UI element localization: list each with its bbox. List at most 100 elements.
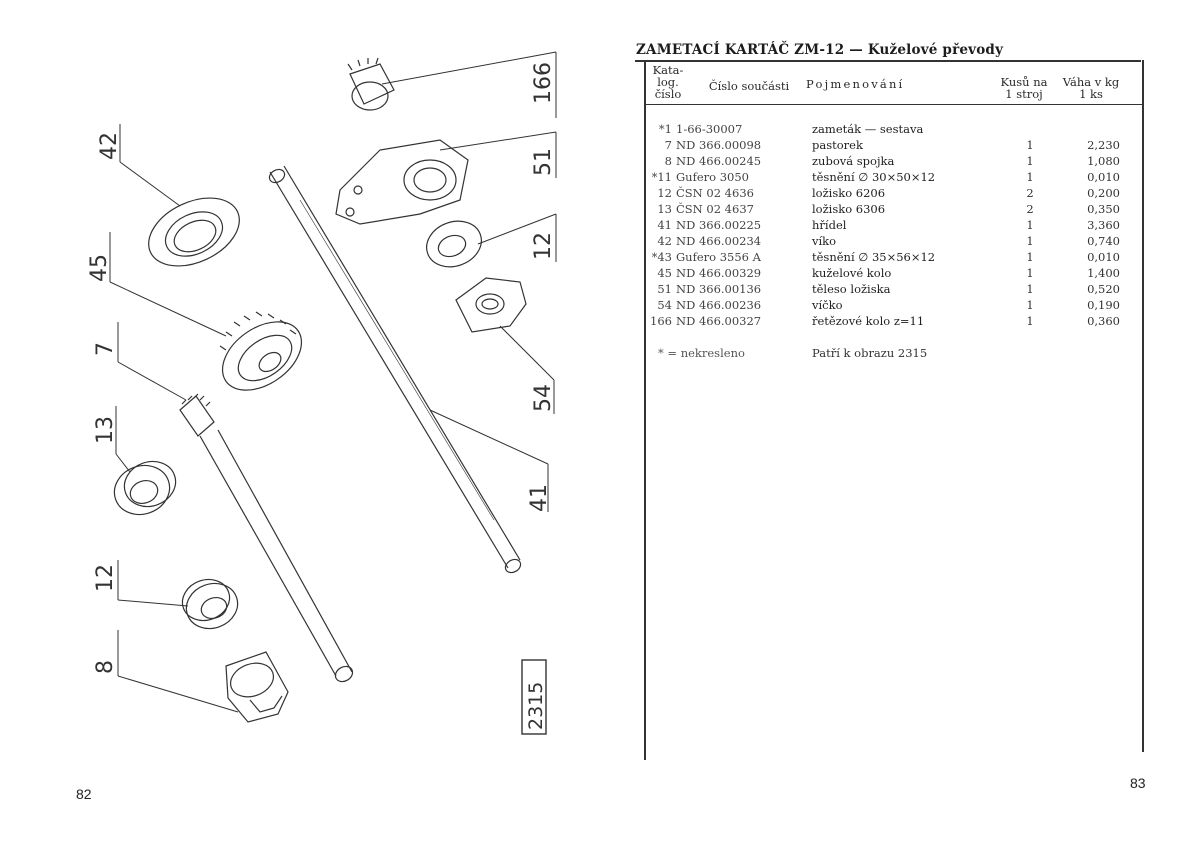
catalog-number: 42 — [657, 234, 672, 248]
weight: 0,350 — [1087, 202, 1120, 216]
weight: 1,080 — [1087, 154, 1120, 168]
catalog-number: 41 — [657, 218, 672, 232]
quantity: 1 — [1026, 250, 1034, 264]
bevel-gear-45-drawing — [219, 311, 303, 391]
part-number: ND 466.00236 — [676, 298, 762, 312]
left-page: 166 42 51 45 12 7 54 13 41 12 8 2315 82 — [76, 51, 557, 802]
catalog-number: 12 — [657, 186, 672, 200]
header-pojmenovani: Pojmenování — [806, 77, 905, 91]
catalog-number: *11 — [651, 170, 672, 184]
callout-12-top: 12 — [531, 232, 556, 260]
part-name: víko — [812, 234, 837, 248]
sprocket-166-drawing — [347, 57, 395, 111]
catalog-number: 45 — [657, 266, 672, 280]
callout-54: 54 — [531, 384, 556, 412]
part-number: Gufero 3556 A — [676, 250, 761, 264]
figure-number: 2315 — [525, 682, 547, 730]
weight: 0,740 — [1087, 234, 1120, 248]
weight: 1,400 — [1087, 266, 1120, 280]
footnote: * = nekresleno — [658, 346, 745, 360]
callout-42: 42 — [97, 132, 122, 160]
table-frame-right — [1142, 60, 1144, 752]
quantity: 1 — [1026, 154, 1034, 168]
bearing-12b-drawing — [181, 578, 239, 630]
part-name: víčko — [812, 298, 843, 312]
shaft-7-drawing — [179, 393, 354, 683]
catalog-number: 8 — [664, 154, 672, 168]
callout-7: 7 — [93, 342, 118, 356]
part-name: kuželové kolo — [812, 266, 892, 280]
part-name: těsnění ∅ 30×50×12 — [812, 170, 936, 184]
weight: 3,360 — [1087, 218, 1120, 232]
callout-51: 51 — [531, 148, 556, 176]
bearing-13-drawing — [113, 460, 177, 516]
catalog-number: 166 — [650, 314, 672, 328]
weight: 0,520 — [1087, 282, 1120, 296]
page-number-right: 83 — [1130, 775, 1146, 791]
table-frame-top — [635, 60, 1141, 756]
callout-13: 13 — [93, 416, 118, 444]
part-number: Gufero 3050 — [676, 170, 749, 184]
callout-41: 41 — [527, 484, 552, 512]
catalog-number: 51 — [657, 282, 672, 296]
quantity: 1 — [1026, 282, 1034, 296]
weight: 0,190 — [1087, 298, 1120, 312]
exploded-parts-drawing: 166 42 51 45 12 7 54 13 41 12 8 2315 — [87, 51, 557, 735]
header-katalog: Kata- log. číslo — [652, 63, 684, 101]
quantity: 1 — [1026, 138, 1034, 152]
part-number: 1-66-30007 — [676, 122, 743, 136]
part-number: ND 366.00136 — [676, 282, 762, 296]
catalog-number: *43 — [651, 250, 672, 264]
lid-54-drawing — [455, 277, 527, 333]
weight: 2,230 — [1087, 138, 1120, 152]
part-name: ložisko 6206 — [812, 186, 886, 200]
weight: 0,010 — [1087, 250, 1120, 264]
header-rule — [644, 104, 1142, 105]
callout-45: 45 — [87, 254, 112, 282]
weight: 0,360 — [1087, 314, 1120, 328]
part-name: těsnění ∅ 35×56×12 — [812, 250, 936, 264]
coupling-8-drawing — [225, 651, 289, 723]
part-number: ČSN 02 4636 — [676, 186, 754, 200]
quantity: 1 — [1026, 218, 1034, 232]
header-kusu: Kusů na 1 stroj — [1000, 75, 1048, 101]
figure-reference: Patří k obrazu 2315 — [812, 346, 928, 360]
catalog-number: 7 — [664, 138, 672, 152]
part-name: řetězové kolo z=11 — [812, 314, 925, 328]
bearing-housing-51-drawing — [335, 139, 469, 225]
quantity: 1 — [1026, 266, 1034, 280]
table-frame-left — [644, 60, 646, 760]
catalog-number: *1 — [658, 122, 672, 136]
catalog-number: 54 — [657, 298, 672, 312]
part-number: ND 466.00245 — [676, 154, 762, 168]
quantity: 2 — [1026, 202, 1034, 216]
part-number: ND 466.00329 — [676, 266, 762, 280]
quantity: 2 — [1026, 186, 1034, 200]
page-title: ZAMETACÍ KARTÁČ ZM-12 — Kuželové převody — [636, 42, 1004, 58]
callout-8: 8 — [93, 660, 118, 674]
quantity: 1 — [1026, 314, 1034, 328]
part-name: zameták — sestava — [812, 122, 924, 136]
part-name: zubová spojka — [812, 154, 895, 168]
bearing-12a-drawing — [426, 220, 482, 268]
part-name: hřídel — [812, 218, 847, 232]
callout-166: 166 — [531, 62, 556, 104]
shaft-41-drawing — [268, 165, 522, 574]
callout-12-bottom: 12 — [93, 564, 118, 592]
weight: 0,200 — [1087, 186, 1120, 200]
quantity: 1 — [1026, 170, 1034, 184]
part-number: ČSN 02 4637 — [676, 202, 754, 216]
right-page: ZAMETACÍ KARTÁČ ZM-12 — Kuželové převody… — [600, 0, 1200, 846]
weight: 0,010 — [1087, 170, 1120, 184]
header-cislo-soucasti: Číslo součásti — [708, 79, 790, 93]
page-number-left: 82 — [76, 786, 92, 802]
quantity: 1 — [1026, 234, 1034, 248]
part-number: ND 466.00234 — [676, 234, 762, 248]
quantity: 1 — [1026, 298, 1034, 312]
catalog-number: 13 — [657, 202, 672, 216]
header-vaha: Váha v kg 1 ks — [1062, 75, 1120, 101]
part-name: pastorek — [812, 138, 863, 152]
part-number: ND 366.00098 — [676, 138, 762, 152]
part-number: ND 366.00225 — [676, 218, 762, 232]
part-name: ložisko 6306 — [812, 202, 886, 216]
